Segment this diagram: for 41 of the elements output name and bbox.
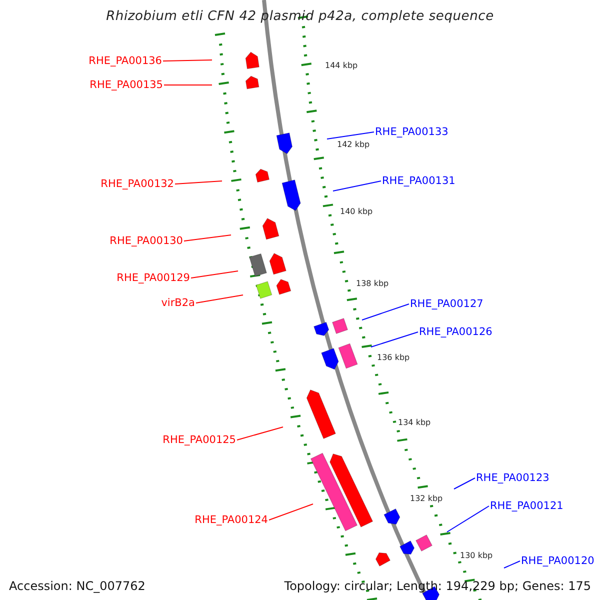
tick-label: 130 kbp <box>460 551 493 560</box>
gene-label: RHE_PA00125 <box>162 434 236 446</box>
leader-line <box>370 332 418 348</box>
leader-line <box>362 304 410 320</box>
gene-label: RHE_PA00129 <box>116 272 190 284</box>
gene-label: RHE_PA00127 <box>410 298 484 310</box>
gene-label: RHE_PA00136 <box>88 55 162 67</box>
tick-label: 142 kbp <box>337 140 370 149</box>
gene-label: RHE_PA00132 <box>100 178 174 190</box>
tick-label: 138 kbp <box>356 279 389 288</box>
leader-line <box>196 294 244 304</box>
gene-label: RHE_PA00123 <box>476 472 550 484</box>
accession-text: Accession: NC_007762 <box>9 579 146 593</box>
tick-label: 134 kbp <box>398 418 431 427</box>
gene-label: RHE_PA00133 <box>375 126 448 138</box>
gene-label: RHE_PA00120 <box>521 555 594 567</box>
leader-line <box>190 270 238 278</box>
leader-line <box>184 234 232 242</box>
gene-label: RHE_PA00130 <box>110 235 183 247</box>
gene-label: virB2a <box>161 297 195 309</box>
leader-line <box>236 426 284 440</box>
leader-line <box>164 84 212 86</box>
leader-line <box>504 560 520 568</box>
tick-label: 136 kbp <box>377 353 410 362</box>
leader-line <box>454 478 476 490</box>
tick-label: 140 kbp <box>340 207 373 216</box>
gene-label: RHE_PA00124 <box>194 514 268 526</box>
gene-label: RHE_PA00135 <box>90 79 163 91</box>
tick-label: 132 kbp <box>410 494 443 503</box>
leader-line <box>332 180 382 192</box>
leader-line <box>446 506 490 532</box>
gene-label: RHE_PA00131 <box>382 175 456 187</box>
tick-label: 144 kbp <box>325 61 358 70</box>
leader-line <box>326 132 374 140</box>
leader-line <box>174 180 222 184</box>
map-title: Rhizobium etli CFN 42 plasmid p42a, complete sequence <box>105 9 495 24</box>
leader-line <box>268 504 314 520</box>
gene-label: RHE_PA00126 <box>419 326 492 338</box>
topology-text: Topology: circular; Length: 194,229 bp; Genes: 175 <box>284 579 591 593</box>
gene-label: RHE_PA00121 <box>490 500 564 512</box>
leader-line <box>162 60 212 62</box>
